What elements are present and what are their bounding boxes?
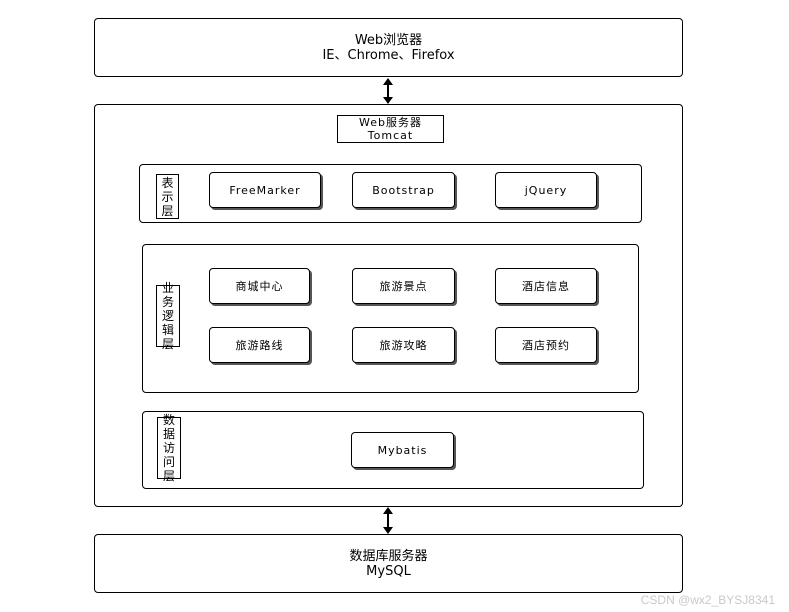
mybatis-label: Mybatis xyxy=(377,443,428,457)
data-access-label-char: 层 xyxy=(162,469,175,483)
travel-guides-box: 旅游攻略 xyxy=(352,327,455,363)
mybatis-box: Mybatis xyxy=(351,432,454,468)
business-logic-layer xyxy=(142,244,639,393)
web-server-subtitle: Tomcat xyxy=(367,129,414,142)
presentation-layer-label: 表 示 层 xyxy=(156,174,179,219)
hotel-booking-label: 酒店预约 xyxy=(522,338,570,352)
presentation-label-char: 层 xyxy=(161,203,174,218)
hotel-info-box: 酒店信息 xyxy=(495,268,597,304)
watermark: CSDN @wx2_BYSJ8341 xyxy=(640,593,775,607)
business-label-char: 务 xyxy=(161,295,174,309)
arrow-server-database xyxy=(383,507,393,534)
mall-center-box: 商城中心 xyxy=(209,268,310,304)
business-logic-layer-label: 业 务 逻 辑 层 xyxy=(156,281,180,351)
web-browser-subtitle: IE、Chrome、Firefox xyxy=(322,47,455,63)
travel-routes-label: 旅游路线 xyxy=(235,338,284,352)
bootstrap-box: Bootstrap xyxy=(352,172,455,208)
arrow-browser-server xyxy=(383,78,393,104)
business-label-char: 业 xyxy=(161,281,174,295)
travel-guides-label: 旅游攻略 xyxy=(379,338,428,352)
web-browser-title: Web浏览器 xyxy=(354,32,423,48)
freemarker-box: FreeMarker xyxy=(209,172,321,208)
business-label-char: 层 xyxy=(161,337,174,351)
database-server-title: 数据库服务器 xyxy=(349,548,428,564)
mall-center-label: 商城中心 xyxy=(235,279,284,293)
business-label-char: 辑 xyxy=(161,323,174,337)
freemarker-label: FreeMarker xyxy=(229,183,301,197)
data-access-label-char: 问 xyxy=(162,455,175,469)
jquery-label: jQuery xyxy=(524,183,568,197)
data-access-layer-label: 数 据 访 问 层 xyxy=(157,413,181,483)
data-access-label-char: 数 xyxy=(162,413,175,427)
data-access-label-char: 访 xyxy=(162,441,175,455)
database-server-subtitle: MySQL xyxy=(366,563,411,579)
tourist-spots-box: 旅游景点 xyxy=(352,268,455,304)
presentation-label-char: 表 xyxy=(161,175,174,190)
presentation-label-char: 示 xyxy=(161,189,174,204)
jquery-box: jQuery xyxy=(495,172,597,208)
database-server-box: 数据库服务器 MySQL xyxy=(94,534,683,593)
tourist-spots-label: 旅游景点 xyxy=(379,279,428,293)
web-server-title: Web服务器 xyxy=(359,116,422,129)
web-server-label: Web服务器 Tomcat xyxy=(337,115,444,143)
web-browser-box: Web浏览器 IE、Chrome、Firefox xyxy=(94,18,683,77)
hotel-booking-box: 酒店预约 xyxy=(495,327,597,363)
travel-routes-box: 旅游路线 xyxy=(209,327,310,363)
business-label-char: 逻 xyxy=(161,309,174,323)
data-access-label-char: 据 xyxy=(162,427,175,441)
hotel-info-label: 酒店信息 xyxy=(522,279,570,293)
bootstrap-label: Bootstrap xyxy=(372,183,435,197)
